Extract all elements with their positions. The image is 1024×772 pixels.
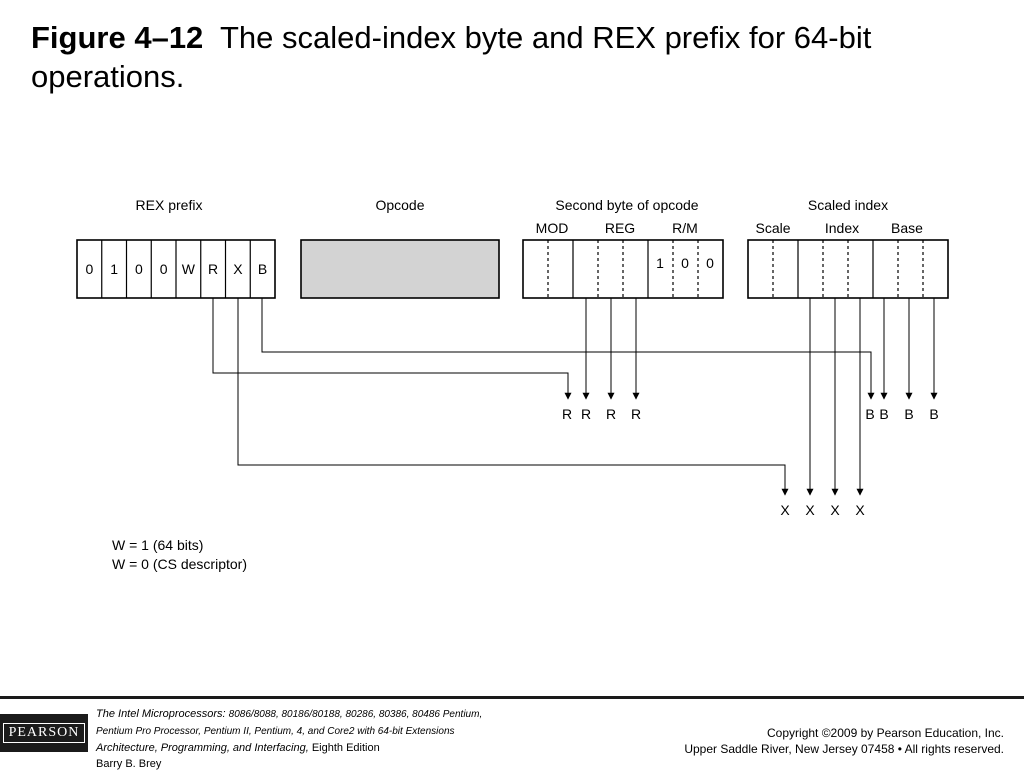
pearson-logo: PEARSON	[0, 714, 88, 752]
book-author: Barry B. Brey	[96, 758, 162, 770]
base-label: Base	[891, 220, 923, 236]
slide-title: Figure 4–12 The scaled-index byte and RE…	[31, 18, 991, 96]
rex-bit-w: W	[182, 261, 196, 277]
rex-bit-2: 0	[135, 261, 143, 277]
copyright-block: Copyright ©2009 by Pearson Education, In…	[684, 725, 1004, 757]
rex-bit-1: 1	[110, 261, 118, 277]
index-target-0: X	[780, 502, 790, 518]
base-target-1: B	[879, 406, 888, 422]
index-label: Index	[825, 220, 859, 236]
book-subtitle-2: Pentium Pro Processor, Pentium II, Penti…	[96, 726, 455, 737]
rex-r-connector	[212, 298, 572, 400]
base-target-3: B	[929, 406, 938, 422]
scaled-index-label: Scaled index	[808, 197, 888, 213]
figure-title: The scaled-index byte and REX prefix for…	[31, 20, 872, 94]
base-targets: B B B B	[865, 406, 938, 422]
book-subtitle-1: 8086/8088, 80186/80188, 80286, 80386, 80…	[228, 709, 483, 720]
figure-label: Figure 4–12	[31, 20, 204, 55]
rex-bits: 0 1 0 0 W R X B	[86, 261, 268, 277]
index-target-2: X	[830, 502, 840, 518]
w-note-cs: W = 0 (CS descriptor)	[112, 556, 247, 572]
pearson-logo-text: PEARSON	[2, 723, 86, 743]
scaled-index-dividers	[772, 240, 924, 298]
rex-dividers	[101, 240, 251, 298]
rm-bits: 1 0 0	[656, 255, 714, 271]
reg-target-2: R	[606, 406, 616, 422]
book-title: The Intel Microprocessors:	[96, 708, 226, 720]
reg-label: REG	[605, 220, 635, 236]
rex-bit-x: X	[233, 261, 243, 277]
rm-bit-1: 0	[681, 255, 689, 271]
index-target-1: X	[805, 502, 815, 518]
rm-bit-0: 1	[656, 255, 664, 271]
reg-targets: R R R R	[562, 406, 641, 422]
rex-prefix-label: REX prefix	[136, 197, 203, 213]
scale-label: Scale	[755, 220, 790, 236]
reg-target-0: R	[562, 406, 572, 422]
rex-diagram: REX prefix Opcode Second byte of opcode …	[76, 197, 949, 572]
rex-bit-0: 0	[86, 261, 94, 277]
book-citation: The Intel Microprocessors: 8086/8088, 80…	[96, 706, 556, 772]
mod-label: MOD	[536, 220, 569, 236]
rex-bit-3: 0	[160, 261, 168, 277]
reg-target-1: R	[581, 406, 591, 422]
opcode-label: Opcode	[375, 197, 424, 213]
book-subtitle-3: Architecture, Programming, and Interfaci…	[96, 742, 309, 754]
base-target-0: B	[865, 406, 874, 422]
rex-b-connector	[261, 298, 875, 400]
rex-bit-r: R	[208, 261, 218, 277]
footer-divider	[0, 696, 1024, 699]
rm-label: R/M	[672, 220, 698, 236]
second-byte-label: Second byte of opcode	[555, 197, 698, 213]
index-targets: X X X X	[780, 502, 865, 518]
second-byte-dividers	[547, 240, 699, 298]
opcode-box	[300, 239, 500, 299]
reg-target-3: R	[631, 406, 641, 422]
base-target-2: B	[904, 406, 913, 422]
index-target-3: X	[855, 502, 865, 518]
rex-x-connector	[237, 298, 789, 496]
w-note-64bit: W = 1 (64 bits)	[112, 537, 203, 553]
book-edition: Eighth Edition	[311, 742, 380, 754]
copyright-line: Copyright ©2009 by Pearson Education, In…	[767, 726, 1004, 740]
rex-bit-b: B	[258, 261, 267, 277]
address-line: Upper Saddle River, New Jersey 07458 • A…	[684, 742, 1004, 756]
rm-bit-2: 0	[706, 255, 714, 271]
